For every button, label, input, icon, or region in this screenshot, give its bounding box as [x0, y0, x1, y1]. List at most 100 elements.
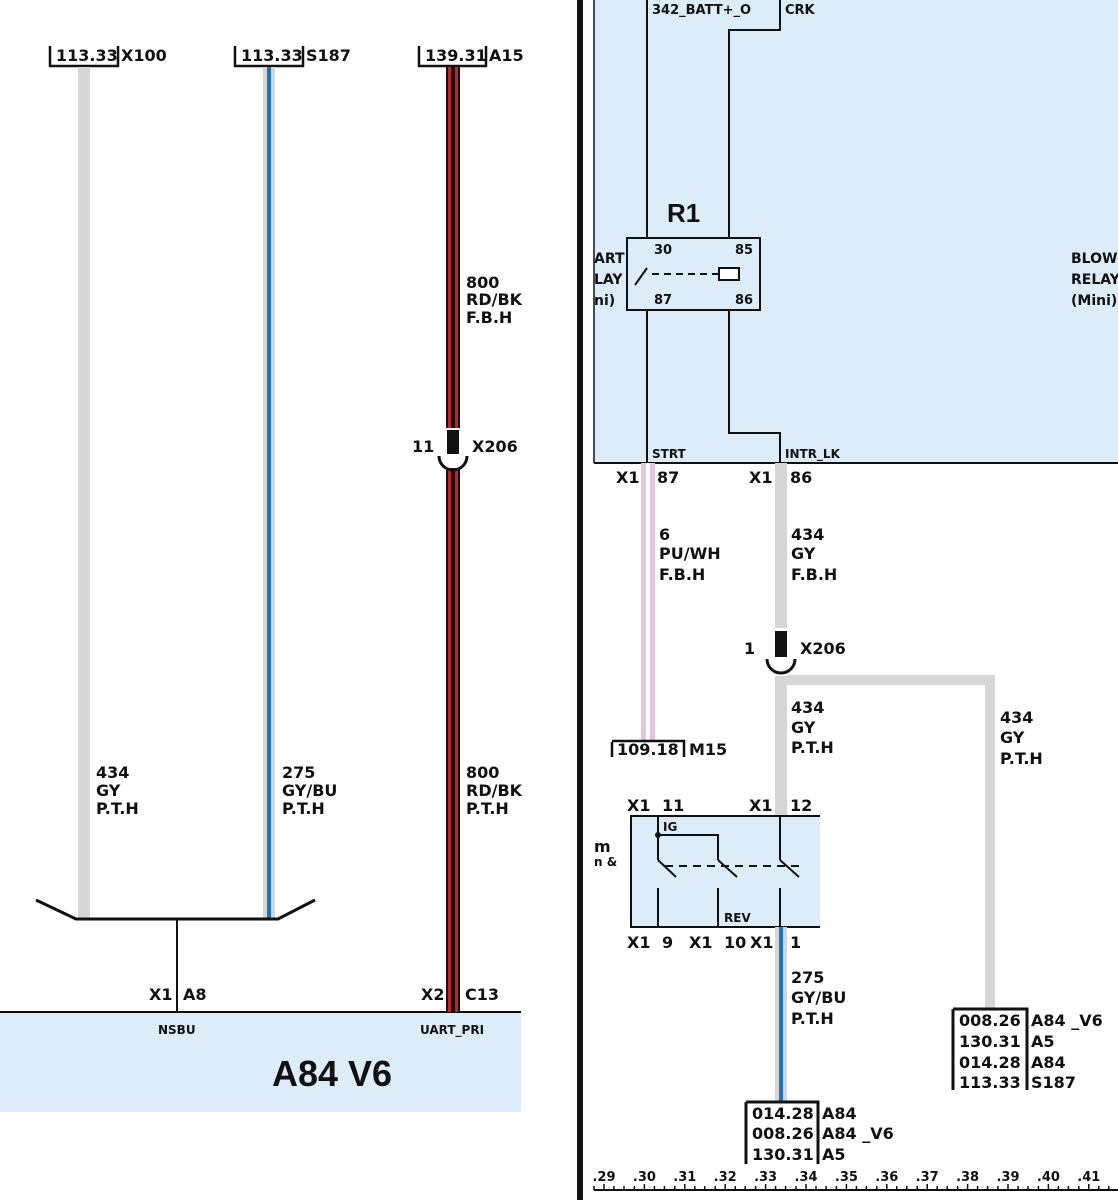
svg-text:008.26: 008.26 [752, 1124, 814, 1143]
svg-text:434: 434 [96, 763, 129, 782]
svg-text:109.18: 109.18 [617, 740, 679, 759]
pin-strt-label: STRT [652, 447, 687, 461]
pin-86-label: 86 [790, 468, 812, 487]
svg-text:n &: n & [594, 855, 617, 869]
ref-block-right[interactable]: 008.26 A84 _V6 130.31 A5 014.28 A84 113.… [951, 1007, 1103, 1092]
svg-text:ni): ni) [594, 293, 615, 309]
svg-text:X206: X206 [800, 639, 846, 658]
wire-label-rdbk-top: 800 RD/BK F.B.H [466, 273, 523, 327]
connector-ref-m15[interactable]: 109.18 M15 [610, 739, 727, 759]
svg-text:F.B.H: F.B.H [791, 565, 837, 584]
pin-x1-label: X1 [149, 985, 172, 1004]
svg-text:RD/BK: RD/BK [466, 290, 523, 309]
inline-connector-x206-left[interactable]: 11 X206 [412, 428, 518, 472]
module-upper-right [594, 0, 1118, 463]
svg-text:(Mini): (Mini) [1071, 293, 1117, 309]
scale-label: .37 [916, 1170, 939, 1185]
splice-bracket [35, 898, 316, 1012]
svg-text:A84 _V6: A84 _V6 [1031, 1011, 1103, 1030]
wire-label-gy-top: 434 GY F.B.H [791, 525, 837, 584]
panel-divider [577, 0, 583, 1200]
svg-text:139.31: 139.31 [425, 46, 487, 65]
svg-text:11: 11 [412, 437, 434, 456]
svg-text:275: 275 [282, 763, 315, 782]
svg-text:014.28: 014.28 [752, 1104, 814, 1123]
svg-text:P.T.H: P.T.H [466, 799, 509, 818]
scale-label: .38 [956, 1170, 979, 1185]
svg-text:008.26: 008.26 [959, 1011, 1021, 1030]
svg-text:ART: ART [594, 251, 625, 267]
svg-text:BLOW: BLOW [1071, 251, 1117, 267]
wire-gy-right-branch [787, 675, 995, 1010]
connector-ref-x100[interactable]: 113.33 X100 [48, 45, 167, 68]
svg-text:F.B.H: F.B.H [466, 308, 512, 327]
scale-label: .34 [794, 1170, 817, 1185]
scale-label: .35 [835, 1170, 858, 1185]
svg-text:434: 434 [791, 525, 824, 544]
svg-text:130.31: 130.31 [752, 1145, 814, 1164]
relay-left-label: ART LAY ni) [594, 251, 625, 309]
svg-text:10: 10 [724, 933, 746, 952]
svg-text:85: 85 [735, 243, 753, 258]
pin-a8-label: A8 [183, 985, 207, 1004]
svg-text:P.T.H: P.T.H [282, 799, 325, 818]
svg-text:X1: X1 [749, 796, 772, 815]
label-batt: 342_BATT+_O [652, 3, 751, 18]
module-title: A84 V6 [272, 1053, 392, 1094]
left-panel: A84 V6 NSBU UART_PRI 113.33 X100 113.33 … [0, 45, 524, 1112]
svg-text:X1: X1 [689, 933, 712, 952]
wire-label-gybu-right: 275 GY/BU P.T.H [791, 968, 846, 1028]
wire-label-gy-right: 434 GY P.T.H [1000, 708, 1043, 768]
svg-text:P.T.H: P.T.H [791, 738, 834, 757]
svg-text:GY: GY [1000, 728, 1025, 747]
switch-rev-label: REV [724, 911, 751, 925]
pin-x2-label: X2 [421, 985, 444, 1004]
svg-text:A84 _V6: A84 _V6 [822, 1124, 894, 1143]
svg-text:87: 87 [654, 293, 672, 308]
connector-ref-s187[interactable]: 113.33 S187 [233, 46, 351, 68]
svg-text:X100: X100 [121, 46, 167, 65]
svg-text:GY: GY [791, 544, 816, 563]
connector-ref-a15[interactable]: 139.31 A15 [417, 46, 524, 68]
scale-label: .40 [1037, 1170, 1060, 1185]
right-panel: 342_BATT+_O CRK R1 30 85 87 86 ART LAY n… [592, 0, 1118, 1191]
wire-puwh [641, 463, 655, 741]
svg-text:86: 86 [735, 293, 753, 308]
svg-text:LAY: LAY [594, 272, 623, 288]
svg-text:A15: A15 [489, 46, 524, 65]
switch-top-pins: X1 11 X1 12 [627, 796, 812, 815]
relay-r1[interactable]: R1 30 85 87 86 [626, 198, 761, 311]
svg-text:113.33: 113.33 [959, 1073, 1021, 1092]
svg-text:GY/BU: GY/BU [791, 988, 846, 1007]
label-crk: CRK [785, 3, 816, 18]
pin-x1-86-label: X1 [749, 468, 772, 487]
svg-text:800: 800 [466, 763, 499, 782]
wire-rdbk-left [446, 67, 460, 1012]
svg-text:S187: S187 [1031, 1073, 1076, 1092]
ref-block-bottom[interactable]: 014.28 A84 008.26 A84 _V6 130.31 A5 [744, 1100, 894, 1164]
svg-text:X1: X1 [750, 933, 773, 952]
pin-87-label: 87 [657, 468, 679, 487]
svg-text:F.B.H: F.B.H [659, 565, 705, 584]
switch-module[interactable]: IG REV [630, 815, 820, 928]
scale-label: .39 [996, 1170, 1019, 1185]
inline-connector-x206-right[interactable]: 1 X206 [744, 628, 846, 676]
pin-intr-label: INTR_LK [785, 447, 841, 462]
svg-text:m: m [594, 837, 611, 856]
svg-text:A84: A84 [1031, 1053, 1066, 1072]
scale-label: .31 [673, 1170, 696, 1185]
svg-text:434: 434 [1000, 708, 1033, 727]
svg-text:P.T.H: P.T.H [1000, 749, 1043, 768]
scale-label: .29 [592, 1170, 615, 1185]
svg-text:S187: S187 [306, 46, 351, 65]
svg-text:P.T.H: P.T.H [96, 799, 139, 818]
svg-text:113.33: 113.33 [56, 46, 118, 65]
svg-text:X206: X206 [472, 437, 518, 456]
grid-scale: .29.30.31.32.33.34.35.36.37.38.39.40.41 [592, 1170, 1118, 1191]
scale-label: .36 [875, 1170, 898, 1185]
svg-text:A5: A5 [822, 1145, 846, 1164]
svg-text:130.31: 130.31 [959, 1032, 1021, 1051]
switch-ig-label: IG [663, 820, 677, 834]
svg-text:12: 12 [790, 796, 812, 815]
